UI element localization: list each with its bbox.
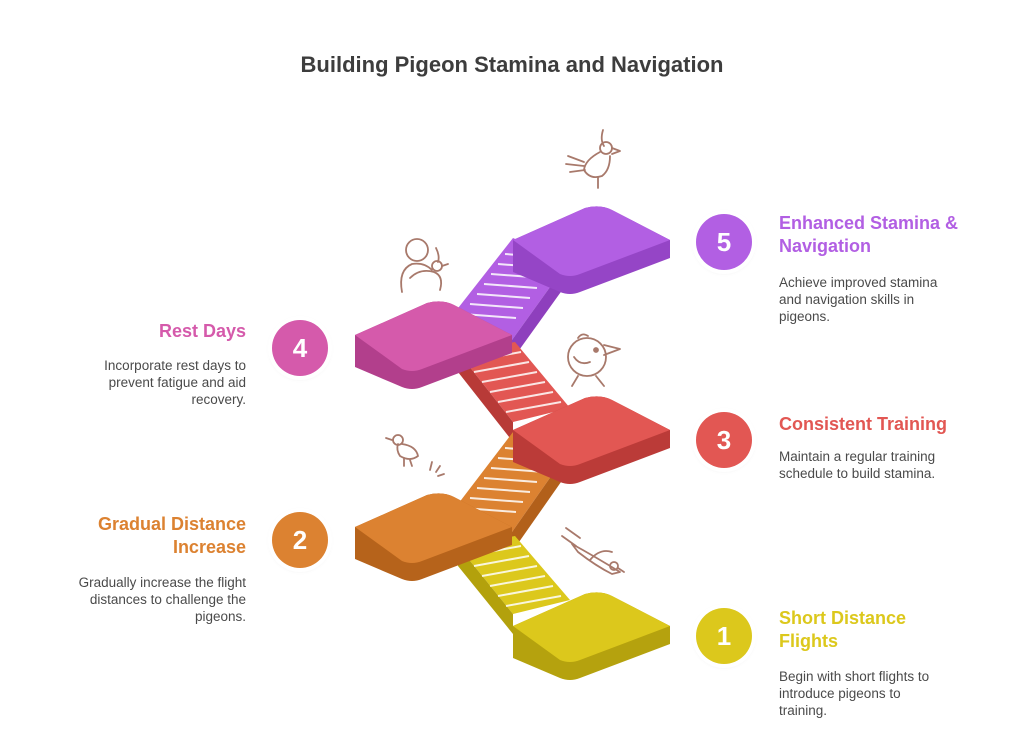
step-3-badge: 3 xyxy=(696,412,752,468)
stairs-1-to-2 xyxy=(458,536,570,634)
flying-bird-icon xyxy=(561,527,625,575)
platform-3 xyxy=(513,396,670,484)
platform-2 xyxy=(355,493,512,581)
step-1-badge: 1 xyxy=(696,608,752,664)
step-1-description: Begin with short flights to introduce pi… xyxy=(779,669,930,718)
step-2-description: Gradually increase the flight distances … xyxy=(78,575,246,624)
step-4-title: Rest Days xyxy=(158,321,246,341)
step-4-description: Incorporate rest days to prevent fatigue… xyxy=(104,358,246,407)
step-5-title: Enhanced Stamina & Navigation xyxy=(779,213,959,256)
platform-5 xyxy=(513,206,670,294)
step-4-badge: 4 xyxy=(272,320,328,376)
step-5-badge: 5 xyxy=(696,214,752,270)
platform-1 xyxy=(513,592,670,680)
person-with-bird-icon xyxy=(400,238,449,293)
step-1-title: Short Distance Flights xyxy=(779,608,907,651)
small-bird-icon xyxy=(385,434,445,477)
page-title: Building Pigeon Stamina and Navigation xyxy=(300,52,724,77)
step-5-description: Achieve improved stamina and navigation … xyxy=(779,275,938,324)
chick-icon xyxy=(567,333,621,387)
step-2-badge: 2 xyxy=(272,512,328,568)
platform-4 xyxy=(355,301,512,389)
bird-icon xyxy=(565,129,621,189)
step-3-description: Maintain a regular training schedule to … xyxy=(779,449,936,481)
step-2-title: Gradual Distance Increase xyxy=(97,514,246,557)
step-3-title: Consistent Training xyxy=(779,414,948,434)
